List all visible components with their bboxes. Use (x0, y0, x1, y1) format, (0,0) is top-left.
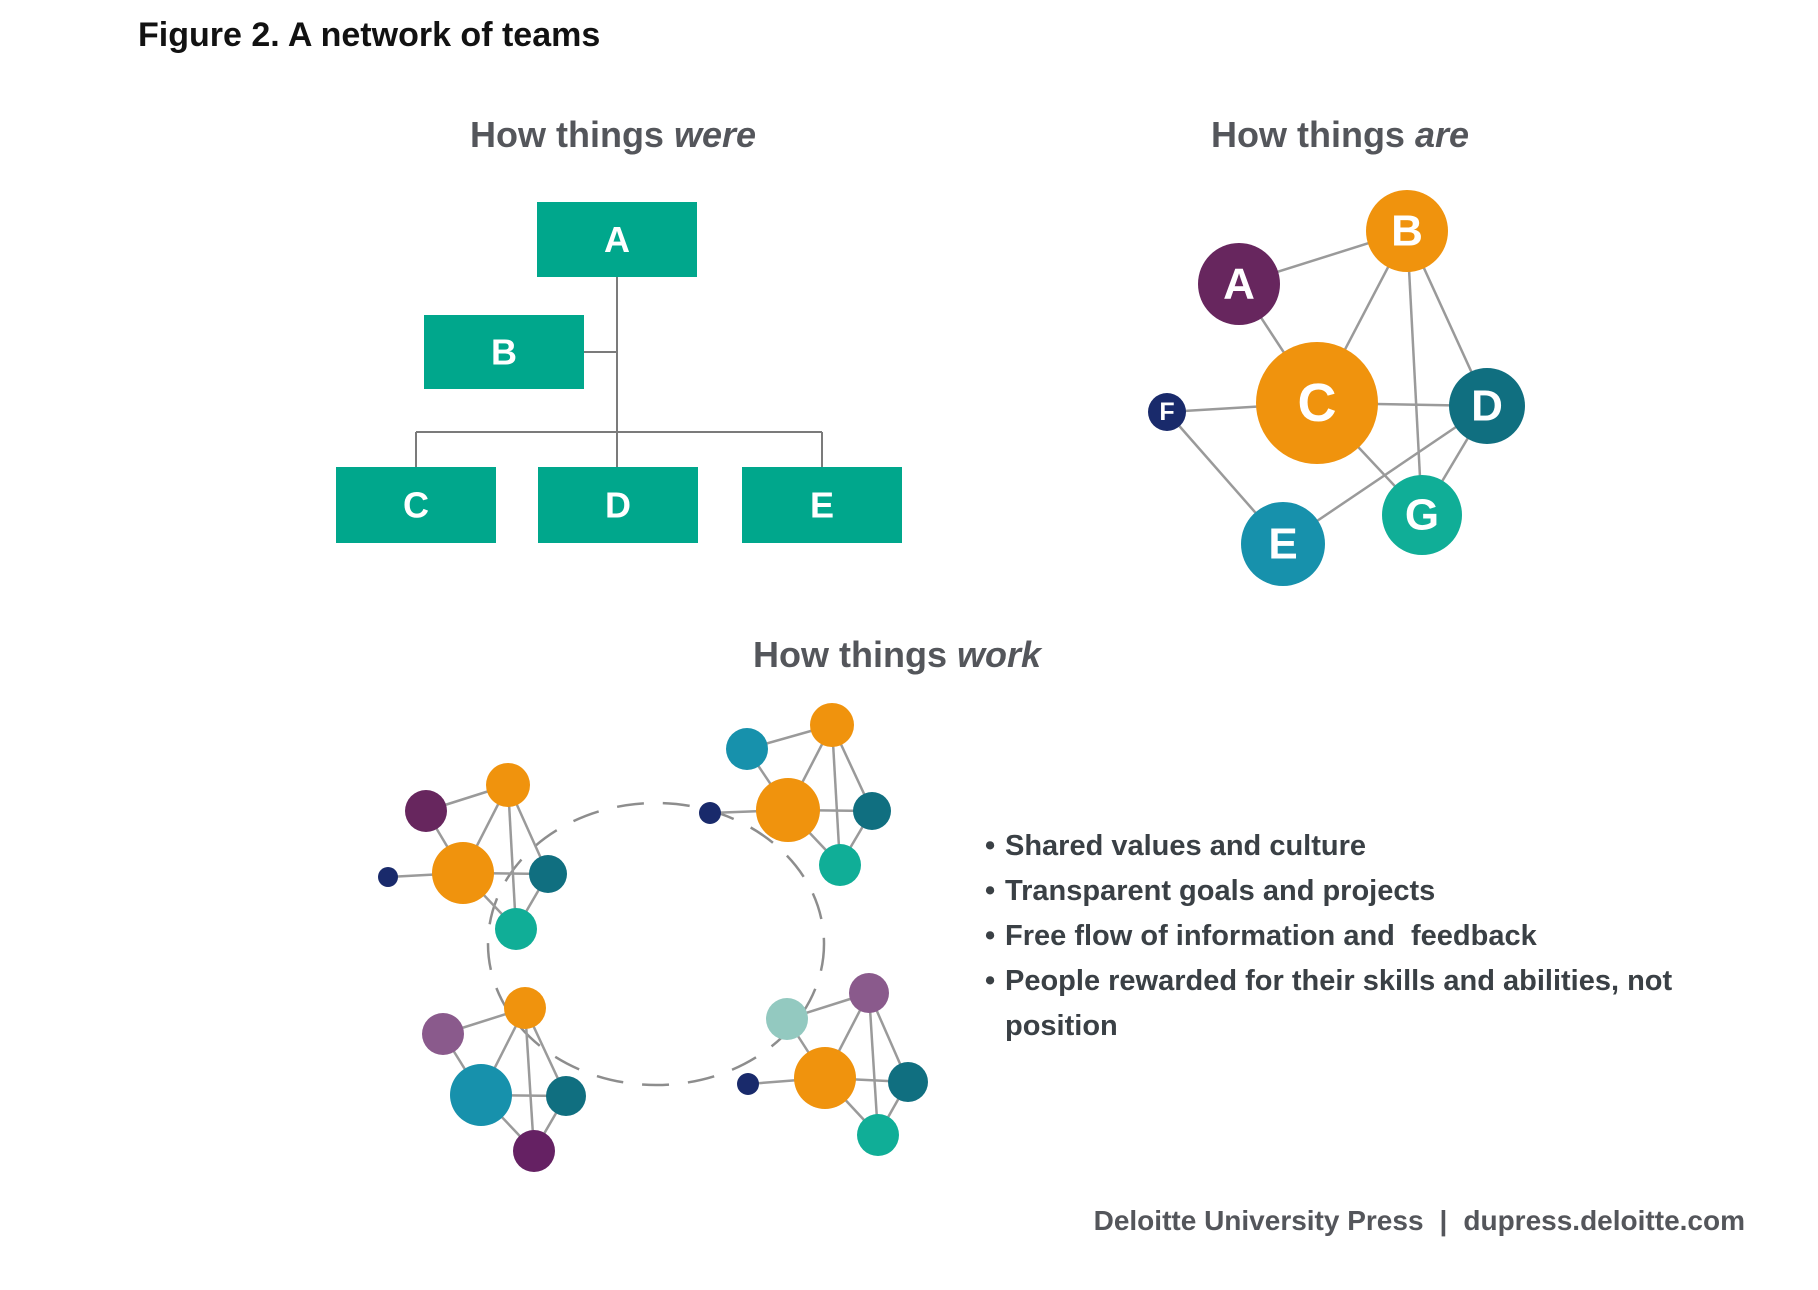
heading-work-italic: work (956, 634, 1042, 675)
cluster-top-right-edge-o-g (830, 724, 842, 866)
network-node-label-A: A (1223, 260, 1255, 309)
network-node-D (1449, 368, 1525, 444)
network-node-label-F: F (1159, 398, 1174, 426)
footer-separator: | (1439, 1205, 1448, 1236)
bullet-text: Shared values and culture (1005, 830, 1367, 862)
heading-were-italic: were (673, 114, 757, 155)
cluster-top-right-node-d (853, 792, 891, 830)
cluster-bottom-left-node-g (513, 1130, 555, 1172)
cluster-top-left-edge-o-g (506, 784, 518, 930)
bullet-marker: • (985, 920, 996, 952)
network-node-label-C: C (1298, 373, 1337, 433)
bullet-text: People rewarded for their skills and abi… (1005, 965, 1681, 1042)
heading-how-things-are: How things are (1211, 114, 1469, 156)
dashed-circle (486, 801, 826, 1087)
cluster-bottom-right-node-o (849, 973, 889, 1013)
cluster-top-left-node-d (529, 855, 567, 893)
cluster-bottom-right-node-d (888, 1062, 928, 1102)
cluster-top-right-node-g (819, 844, 861, 886)
cluster-bottom-right-node-f (737, 1073, 759, 1095)
bullet-text: Free flow of information and feedback (1005, 920, 1537, 952)
bullet-item: • Shared values and culture (985, 824, 1730, 869)
cluster-top-right-node-f (699, 802, 721, 824)
org-box-label-B: B (491, 332, 517, 373)
cluster-top-left-node-g (495, 908, 537, 950)
footer-credit: Deloitte University Press | dupress.deloit… (1094, 1205, 1745, 1237)
cluster-top-left-node-p (405, 790, 447, 832)
cluster-bottom-left-node-c (450, 1064, 512, 1126)
bullet-text: Transparent goals and projects (1005, 875, 1436, 907)
org-box-A (537, 202, 697, 277)
network-node-E (1241, 502, 1325, 586)
bullet-list: • Shared values and culture • Transparen… (985, 824, 1730, 1049)
org-box-label-C: C (403, 485, 429, 526)
network-node-C (1256, 342, 1378, 464)
figure-title: Figure 2. A network of teams (138, 16, 601, 54)
cluster-top-right-node-a (726, 728, 768, 770)
cluster-top-left-node-o (486, 763, 530, 807)
cluster-bottom-right-node-g (857, 1114, 899, 1156)
bullet-marker: • (985, 875, 996, 907)
heading-are-italic: are (1414, 114, 1470, 155)
org-box-label-A: A (604, 219, 630, 260)
bullet-item: • Transparent goals and projects (985, 869, 1730, 914)
cluster-top-left-node-f (378, 867, 398, 887)
cluster-bottom-left-edge-o-g (523, 1007, 536, 1152)
bullet-marker: • (985, 830, 996, 862)
org-box-label-E: E (810, 485, 834, 526)
network-node-label-B: B (1391, 207, 1423, 256)
org-box-label-D: D (605, 485, 631, 526)
network-edge-B-G (1405, 230, 1424, 516)
org-box-B (424, 315, 584, 389)
network-node-A (1198, 243, 1280, 325)
network-node-F (1148, 393, 1186, 431)
network-node-B (1366, 190, 1448, 272)
heading-how-things-work: How things work (753, 634, 1041, 676)
heading-are-plain: How things (1210, 114, 1415, 155)
bullet-item: • People rewarded for their skills and a… (985, 959, 1730, 1049)
heading-work-plain: How things (752, 634, 957, 675)
cluster-top-right-node-o (810, 703, 854, 747)
cluster-bottom-left-node-o (504, 987, 546, 1029)
bullet-marker: • (985, 965, 996, 997)
cluster-bottom-right-node-c (794, 1047, 856, 1109)
network-node-label-E: E (1268, 520, 1297, 569)
network-node-label-G: G (1405, 491, 1439, 540)
cluster-top-left-node-c (432, 842, 494, 904)
cluster-bottom-right-node-a (766, 998, 808, 1040)
cluster-top-right-node-c (756, 778, 820, 842)
org-box-C (336, 467, 496, 543)
network-node-label-D: D (1471, 382, 1503, 431)
bullet-item: • Free flow of information and feedback (985, 914, 1730, 959)
network-node-G (1382, 475, 1462, 555)
org-box-D (538, 467, 698, 543)
cluster-bottom-left-node-d (546, 1076, 586, 1116)
heading-were-plain: How things (469, 114, 674, 155)
org-box-E (742, 467, 902, 543)
footer-brand: Deloitte University Press (1093, 1205, 1424, 1236)
cluster-bottom-right-edge-o-g (867, 992, 880, 1136)
heading-how-things-were: How things were (470, 114, 756, 156)
footer-site: dupress.deloitte.com (1463, 1205, 1745, 1236)
cluster-bottom-left-node-p (422, 1013, 464, 1055)
